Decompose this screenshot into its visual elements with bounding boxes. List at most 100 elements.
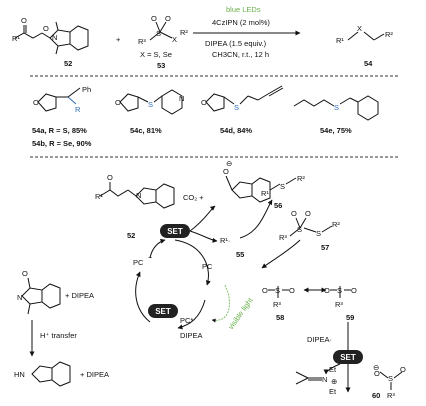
o-label: O xyxy=(400,365,406,374)
mech-52-number: 52 xyxy=(127,231,135,240)
arrow xyxy=(323,363,341,375)
product-54-structure xyxy=(347,31,385,41)
o-label: O xyxy=(201,98,207,107)
co2-label: CO₂ + xyxy=(183,193,204,202)
example-54c-structure xyxy=(119,89,183,115)
set-label: SET xyxy=(167,227,183,236)
reagent-57-number: 57 xyxy=(321,243,329,252)
r3-label: R³ xyxy=(335,300,343,309)
o-label: O xyxy=(289,286,295,295)
reagent-57-structure xyxy=(289,217,333,237)
pc: PC xyxy=(202,262,213,271)
dipea-radical-label: + DIPEA xyxy=(80,370,109,379)
n-label: N xyxy=(17,293,22,302)
r1-label: R¹ xyxy=(336,36,344,45)
o-label: O xyxy=(223,167,229,176)
light-arrow xyxy=(211,284,230,323)
sulfinate-60-structure xyxy=(379,371,403,390)
r3-label: R³ xyxy=(279,233,287,242)
o-label: O xyxy=(291,209,297,218)
example-54e-yield: 54e, 75% xyxy=(320,126,352,135)
s-label: S xyxy=(388,374,393,383)
o-label: O xyxy=(43,24,49,33)
r3-label: R³ xyxy=(387,391,395,400)
n-label: N xyxy=(52,33,57,42)
mech-52-structure xyxy=(99,182,175,209)
conditions-base: DIPEA (1.5 equiv.) xyxy=(205,39,267,48)
r1-label: R¹ xyxy=(95,192,103,201)
nitrogen-label: N xyxy=(179,94,184,103)
arrow xyxy=(189,230,218,243)
r1-label: R¹ xyxy=(261,189,269,198)
o-label: O xyxy=(115,98,121,107)
n-label: N xyxy=(322,375,327,384)
example-54d-structure xyxy=(205,85,284,112)
h-transfer-label: H⁺ transfer xyxy=(40,331,77,340)
et-label: Et xyxy=(329,365,337,374)
s-label: S xyxy=(156,29,161,38)
cycle-arrow xyxy=(174,239,211,286)
sulfur-label: S xyxy=(234,103,239,112)
o-label: O xyxy=(21,16,27,25)
set-badge xyxy=(160,224,190,238)
s-label: S xyxy=(337,286,342,295)
o-label: O xyxy=(33,98,39,107)
arrow xyxy=(189,205,216,232)
r3-label: R³ xyxy=(273,300,281,309)
r2-label: R² xyxy=(180,28,188,37)
sulfinate-60-number: 60 xyxy=(372,391,380,400)
minus-sign: ⊖ xyxy=(373,363,379,372)
cycle-arrow xyxy=(149,238,166,259)
o-label: O xyxy=(22,269,28,278)
r2-label: R² xyxy=(332,220,340,229)
product-54-number: 54 xyxy=(364,59,373,68)
iminium-structure xyxy=(295,371,322,385)
reagent-53-structure xyxy=(149,21,173,41)
example-54e-structure xyxy=(293,95,379,121)
r1-label: R¹ xyxy=(12,34,20,43)
top-reaction: R¹ O O N 52 + R³ S O O X R² X = S, Se 53… xyxy=(12,5,393,70)
reagent-53-number: 53 xyxy=(157,61,165,70)
product-56-structure xyxy=(269,177,297,191)
sulfinyl-59-structure xyxy=(330,286,351,298)
dipea-label: DIPEA· xyxy=(307,335,332,344)
example-54a-yield: 54a, R = S, 85% xyxy=(32,126,87,135)
o-label: O xyxy=(262,286,268,295)
radical-55-number: 55 xyxy=(236,250,244,259)
n-label: N xyxy=(136,191,141,200)
radical-r1: R¹· xyxy=(220,236,230,245)
cycle-arrow xyxy=(135,271,151,323)
dipea-plus-label: + DIPEA xyxy=(65,291,94,300)
set-badge xyxy=(333,350,363,364)
s-label: S xyxy=(280,182,285,191)
o-label: O xyxy=(165,14,171,23)
o-label: O xyxy=(107,173,113,182)
x-label: X xyxy=(172,35,177,44)
s-label: S xyxy=(275,286,280,295)
o-label: O xyxy=(351,286,357,295)
product-56-number: 56 xyxy=(274,201,282,210)
examples-row: O R Ph 54a, R = S, 85% 54b, R = Se, 90% … xyxy=(32,85,379,148)
r2-label: R² xyxy=(297,174,305,183)
reagent-52-structure xyxy=(14,21,89,55)
phthalimide-anion-structure xyxy=(225,175,271,203)
phthalimide-left xyxy=(31,361,71,387)
example-54b-yield: 54b, R = Se, 90% xyxy=(32,139,92,148)
sulfonyl-58-structure xyxy=(268,286,289,298)
phenyl-label: Ph xyxy=(82,85,91,94)
minus-sign: ⊖ xyxy=(226,159,232,168)
set-label: SET xyxy=(155,307,171,316)
example-54c-yield: 54c, 81% xyxy=(130,126,162,135)
arrow xyxy=(239,199,273,239)
sulfinyl-59-number: 59 xyxy=(346,313,354,322)
minus-charge: − xyxy=(148,255,152,262)
pc-minus: PC xyxy=(133,258,144,267)
substituent-r: R xyxy=(75,105,81,114)
cycle-arrow xyxy=(177,299,206,330)
s-label: S xyxy=(297,225,302,234)
set-label: SET xyxy=(340,353,356,362)
phthalimide-anion-left xyxy=(21,277,61,315)
plus-charge: ⊕ xyxy=(331,377,337,386)
o-label: O xyxy=(151,14,157,23)
